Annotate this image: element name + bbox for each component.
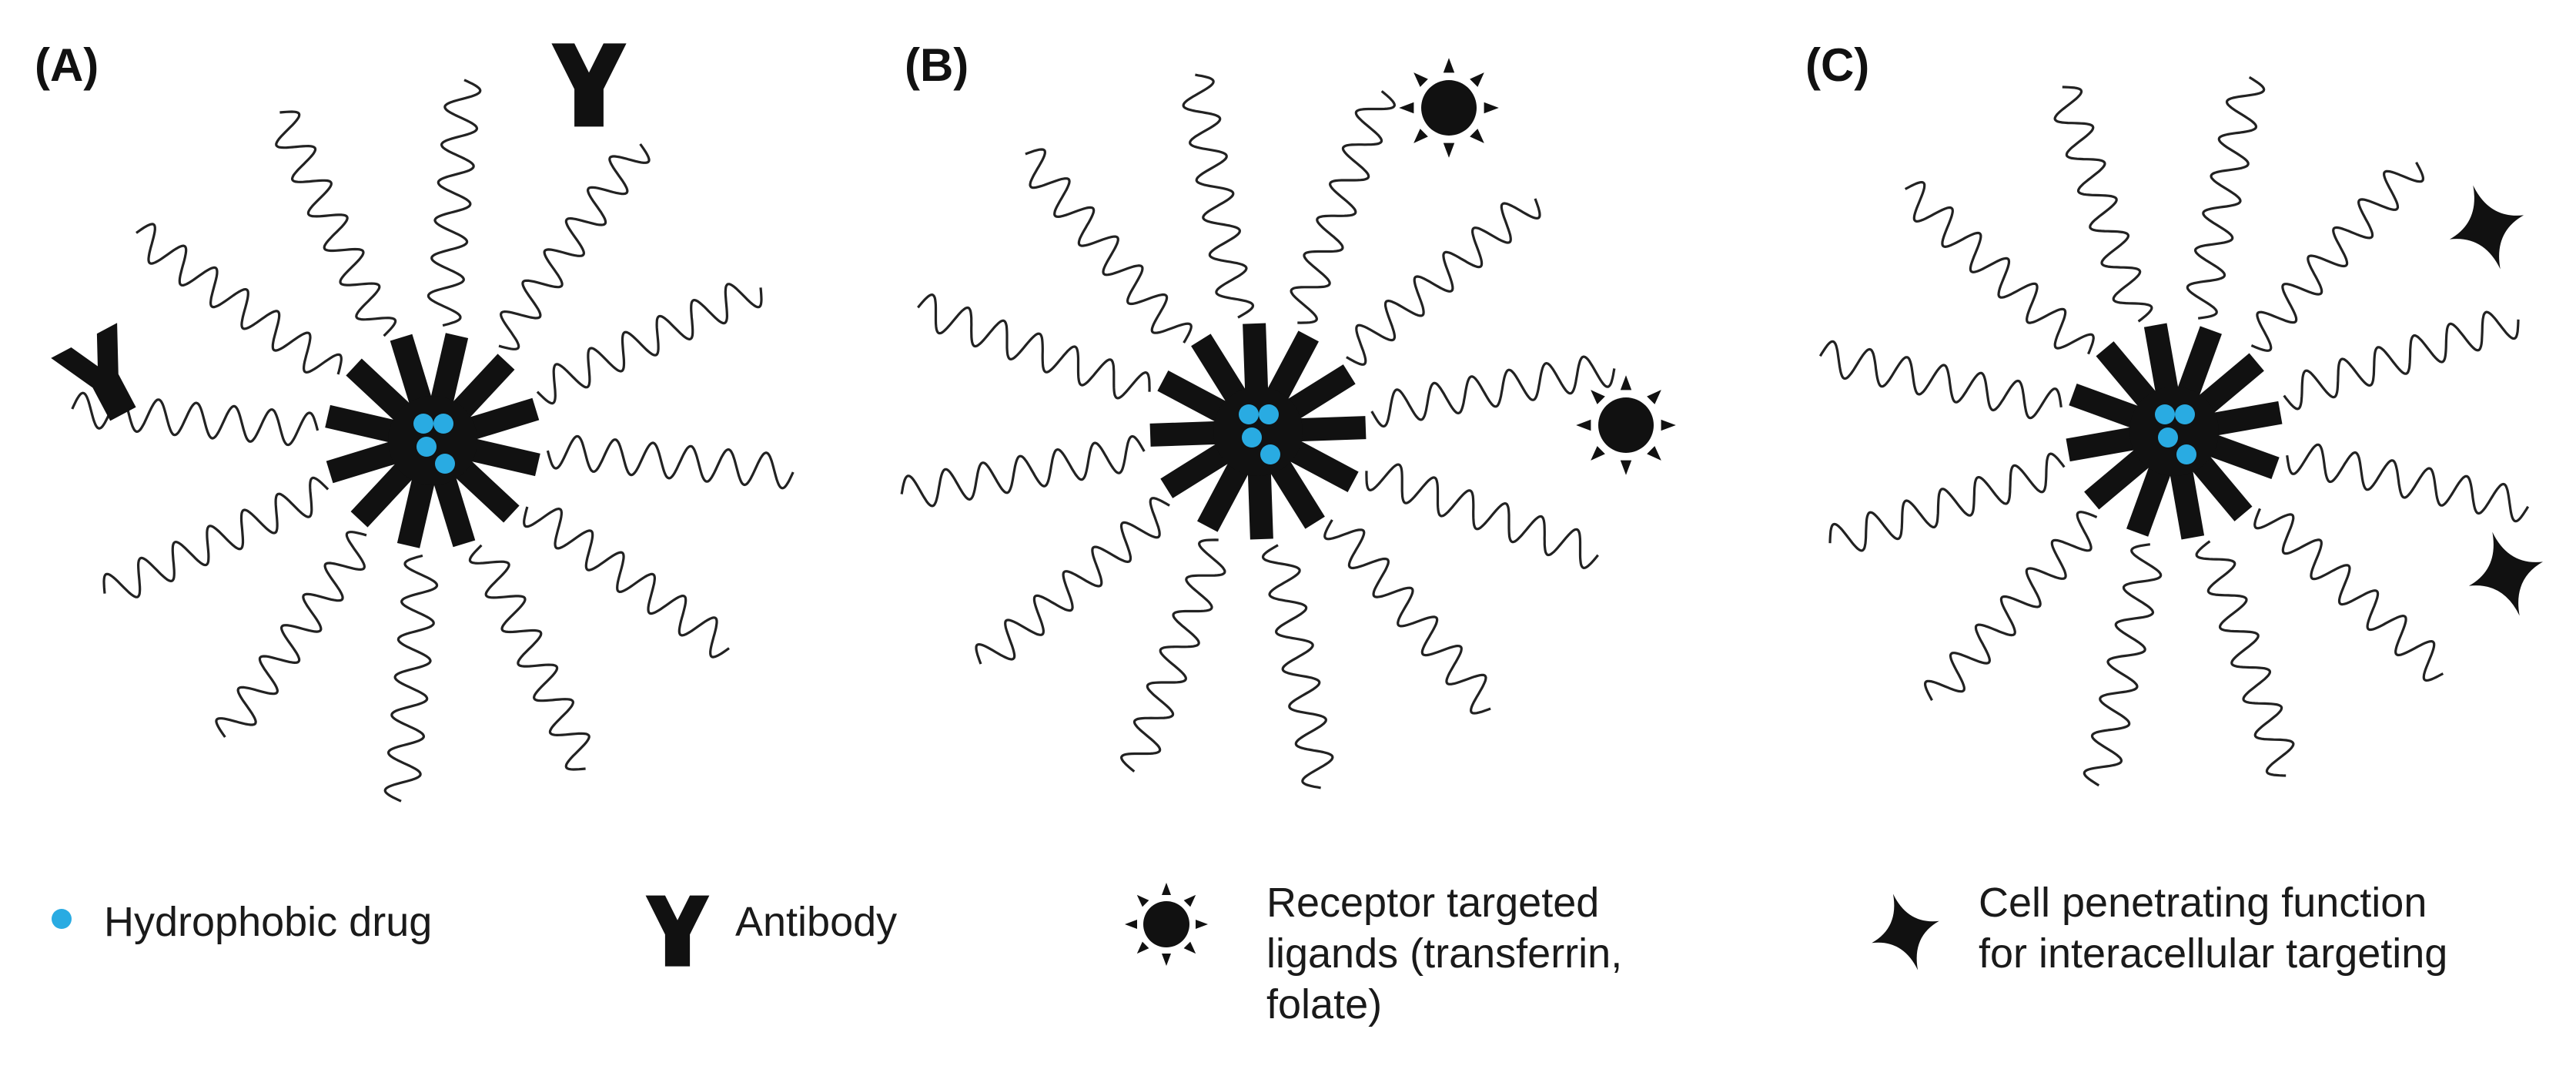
star-icon: [1859, 883, 1952, 981]
antibody-icon: [51, 323, 156, 432]
polymer-chain: [2186, 75, 2266, 320]
legend-cell-line-2: for interacellular targeting: [1979, 930, 2447, 977]
polymer-chain: [2083, 543, 2163, 787]
blue-dot-icon: [417, 437, 437, 457]
polymer-chain: [215, 531, 367, 738]
micelle-c: [1818, 75, 2530, 787]
blue-dot-icon: [2158, 427, 2178, 448]
polymer-chain: [1182, 73, 1255, 319]
legend-receptor-line-1: Receptor targeted: [1266, 880, 1599, 926]
blue-dot-icon: [52, 909, 72, 929]
star-icon: [2436, 173, 2538, 282]
polymer-chain: [536, 283, 763, 405]
polymer-chain: [917, 293, 1151, 400]
polymer-chain: [1261, 544, 1334, 789]
legend-antibody-text: Antibody: [735, 899, 897, 945]
micelle-b: [900, 73, 1616, 789]
blue-dot-icon: [1260, 444, 1280, 464]
polymer-chain: [2283, 310, 2520, 411]
panel-label-b: (B): [905, 39, 969, 91]
polymer-chain: [1025, 148, 1193, 344]
micelle-a: [71, 79, 795, 803]
polymer-chain: [383, 554, 439, 803]
star-icon: [2455, 519, 2557, 629]
panel-label-c: (C): [1805, 39, 1869, 91]
legend-drug-text: Hydrophobic drug: [104, 899, 432, 945]
polymer-chain: [1120, 538, 1226, 773]
polymer-chain: [468, 544, 590, 771]
polymer-chain: [2286, 443, 2530, 523]
blue-dot-icon: [413, 414, 433, 434]
blue-dot-icon: [433, 414, 453, 434]
legend-cell-line-1: Cell penetrating function: [1979, 880, 2427, 926]
legend-cell-text: Cell penetrating function for interacell…: [1979, 880, 2447, 977]
legend-receptor-line-2: ligands (transferrin,: [1266, 930, 1622, 977]
polymer-chain: [1828, 452, 2066, 552]
panel-label-a: (A): [35, 39, 99, 91]
blue-dot-icon: [2176, 444, 2196, 464]
polymer-chain: [1818, 340, 2062, 420]
blue-dot-icon: [435, 454, 455, 474]
polymer-chain: [975, 497, 1170, 665]
polymer-chain: [1346, 198, 1541, 366]
polymer-chain: [498, 143, 651, 350]
blue-dot-icon: [1242, 427, 1262, 448]
polymer-chain: [135, 223, 343, 375]
polymer-chain: [275, 110, 397, 337]
polymer-chain: [1924, 511, 2098, 702]
antibody-icon: [645, 895, 710, 967]
polymer-chain: [2195, 540, 2295, 777]
antibody-icon: [551, 43, 627, 127]
polymer-chain: [1290, 90, 1396, 324]
blue-dot-icon: [1239, 404, 1259, 424]
polymer-chain: [2053, 85, 2153, 323]
sun-icon: [1107, 865, 1226, 984]
polymer-chain: [546, 434, 795, 490]
polymer-chain: [427, 79, 482, 327]
polymer-chain: [523, 506, 730, 659]
legend-receptor-line-3: folate): [1266, 981, 1382, 1027]
blue-dot-icon: [1259, 404, 1279, 424]
polymer-chain: [1323, 519, 1491, 715]
polymer-chain: [1365, 463, 1599, 569]
blue-dot-icon: [2155, 404, 2175, 424]
polymer-chain: [2250, 161, 2424, 352]
polymer-chain: [102, 476, 330, 598]
sun-icon: [1378, 37, 1520, 179]
legend-receptor-text: Receptor targeted ligands (transferrin, …: [1266, 880, 1634, 1027]
polymer-chain: [900, 434, 1146, 508]
legend: Hydrophobic drug Antibody Receptor targe…: [52, 865, 2447, 1027]
polymer-chain: [1904, 181, 2095, 355]
polymer-chain: [1370, 355, 1616, 428]
polymer-chain: [2253, 508, 2444, 682]
blue-dot-icon: [2175, 404, 2195, 424]
